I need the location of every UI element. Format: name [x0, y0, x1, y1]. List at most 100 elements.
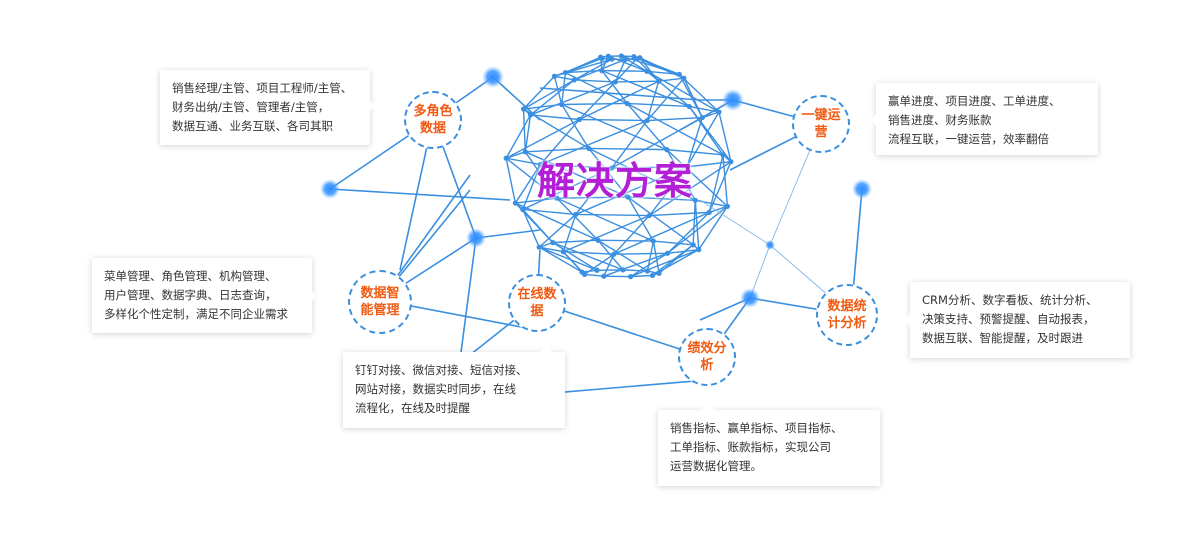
box-pointer — [310, 290, 317, 302]
performance-info-box: 销售指标、赢单指标、项目指标、 工单指标、账款指标，实现公司 运营数据化管理。 — [658, 410, 880, 486]
mesh-vertices — [503, 53, 734, 280]
online-data-node[interactable]: 在线数据 — [508, 274, 566, 332]
connector-line — [561, 104, 590, 149]
mesh-vertex — [706, 209, 712, 215]
performance-analysis-node[interactable]: 绩效分析 — [678, 328, 736, 386]
connector-line — [524, 151, 558, 199]
mesh-vertex — [724, 203, 730, 209]
connector-line — [565, 71, 628, 105]
info-line: 用户管理、数据字典、日志查询， — [104, 288, 277, 302]
mesh-vertex — [618, 53, 624, 59]
mesh-vertex — [560, 249, 566, 255]
info-line: 工单指标、账款指标，实现公司 — [670, 440, 831, 454]
connector-line — [646, 70, 680, 75]
data-stats-analysis-node[interactable]: 数据统计分析 — [816, 284, 878, 346]
connector-line — [627, 102, 690, 108]
mesh-vertex — [576, 116, 582, 123]
connector-line — [597, 239, 648, 272]
mesh-vertex — [605, 53, 611, 59]
multi-role-data-node[interactable]: 多角色数据 — [404, 91, 462, 149]
info-line: 钉钉对接、微信对接、短信对接、 — [355, 363, 528, 377]
mesh-vertex — [690, 242, 696, 248]
connector-line — [630, 248, 699, 278]
connector-line — [539, 246, 564, 253]
mesh-vertex — [656, 78, 662, 84]
connector-line — [459, 237, 477, 361]
mesh-vertex — [728, 159, 734, 165]
connector-line — [562, 251, 583, 273]
mesh-vertex — [625, 194, 631, 200]
connector-line — [588, 147, 629, 198]
connector-line — [560, 72, 567, 105]
mesh-vertex — [650, 238, 656, 244]
connector-line — [630, 252, 668, 278]
one-click-ops-node[interactable]: 一键运营 — [792, 95, 850, 153]
connector-line — [630, 274, 653, 278]
mesh-vertex — [599, 68, 605, 74]
connector-line — [575, 166, 688, 216]
connector-line — [556, 196, 628, 199]
connector-line — [601, 70, 628, 104]
connector-line — [329, 188, 511, 201]
connector-line — [695, 199, 728, 208]
node-label: 绩效分析 — [687, 341, 727, 373]
info-line: 运营数据化管理。 — [670, 459, 762, 473]
mesh-vertex — [622, 56, 629, 63]
connector-line — [575, 167, 613, 215]
connector-line — [524, 114, 532, 152]
connector-line — [722, 154, 729, 207]
info-line: 流程化，在线及时提醒 — [355, 401, 470, 415]
info-line: 销售指标、赢单指标、项目指标、 — [670, 421, 843, 435]
mesh-vertex — [537, 162, 543, 168]
mesh-vertex — [624, 100, 630, 107]
multi-role-info-box: 销售经理/主管、项目工程师/主管、 财务出纳/主管、管理者/主管， 数据互通、业… — [160, 70, 370, 145]
connector-line — [522, 167, 612, 211]
connector-line — [515, 202, 599, 241]
connector-line — [562, 214, 577, 252]
mesh-vertex — [520, 106, 527, 112]
connector-line — [539, 119, 580, 166]
mesh-vertex — [686, 103, 692, 110]
mesh-vertex — [611, 251, 617, 257]
connector-line — [613, 252, 668, 255]
data-smart-mgmt-node[interactable]: 数据智能管理 — [348, 270, 412, 334]
connector-line — [579, 80, 659, 121]
connector-line — [540, 163, 612, 169]
mesh-vertex — [562, 69, 569, 76]
mesh-vertex — [681, 75, 687, 81]
connector-line — [552, 241, 624, 271]
mesh-vertex — [571, 77, 577, 83]
glow-node — [482, 66, 504, 88]
mesh-vertex — [644, 117, 650, 124]
connector-line — [626, 103, 668, 151]
connector-line — [530, 81, 616, 116]
mesh-vertex — [536, 244, 542, 250]
connector-line — [561, 102, 628, 106]
info-line: 赢单进度、项目进度、工单进度、 — [888, 94, 1061, 108]
connector-line — [709, 205, 728, 214]
connector-line — [686, 160, 732, 168]
mesh-vertex — [609, 165, 615, 171]
connector-line — [686, 111, 720, 168]
mesh-vertex — [594, 267, 600, 273]
connector-line — [597, 239, 624, 271]
connector-line — [556, 197, 599, 241]
mesh-vertex — [720, 152, 726, 158]
connector-line — [647, 116, 703, 122]
mesh-vertex — [692, 197, 698, 203]
mesh-vertex — [699, 114, 705, 121]
connector-line — [523, 103, 562, 110]
mesh-vertex — [620, 267, 626, 273]
info-line: 多样化个性定制，满足不同企业需求 — [104, 307, 288, 321]
connector-line — [597, 239, 654, 242]
info-line: 数据互通、业务互联、各司其职 — [172, 119, 333, 133]
mesh-vertex — [520, 206, 526, 213]
connector-line — [538, 246, 583, 273]
connector-line — [627, 196, 654, 242]
mesh-vertex — [664, 147, 670, 153]
connector-line — [538, 246, 598, 271]
mesh-vertex — [550, 240, 556, 246]
mesh-vertex — [664, 250, 671, 256]
sphere-mesh — [505, 55, 732, 278]
info-line: 财务出纳/主管、管理者/主管， — [172, 100, 330, 114]
